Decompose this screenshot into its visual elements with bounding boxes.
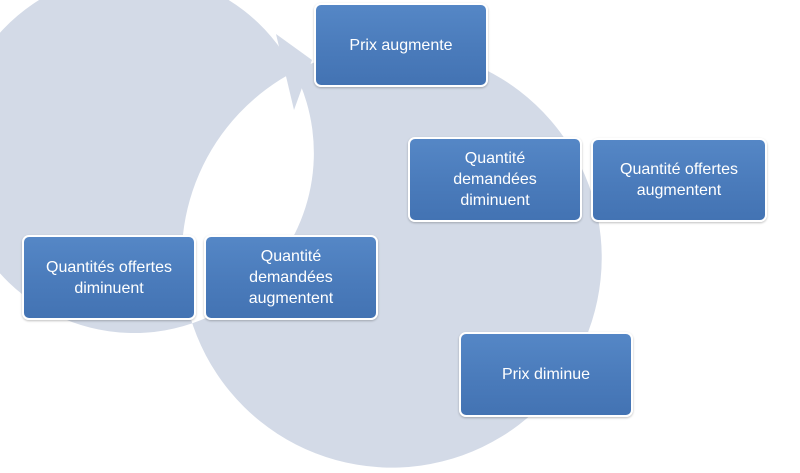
node-label: Prix diminue	[501, 366, 591, 383]
cycle-arrow-head	[276, 34, 312, 110]
node-prix-diminue: Prix diminue	[459, 332, 633, 417]
cycle-arrow-band	[0, 0, 602, 468]
node-label: Quantité demandées diminuent	[453, 150, 537, 209]
node-quantite-demandees-diminuent: Quantité demandées diminuent	[408, 137, 582, 222]
node-prix-augmente: Prix augmente	[314, 3, 488, 87]
node-label: Prix augmente	[349, 36, 453, 54]
node-quantite-demandees-augmentent: Quantité demandées augmentent	[204, 235, 378, 320]
node-label: Quantité demandées augmentent	[248, 248, 334, 307]
node-label: Quantité offertes augmentent	[620, 161, 738, 199]
node-quantites-offertes-diminuent: Quantités offertes diminuent	[22, 235, 196, 320]
node-quantite-offertes-augmentent: Quantité offertes augmentent	[591, 138, 767, 222]
node-label: Quantités offertes diminuent	[46, 258, 172, 297]
